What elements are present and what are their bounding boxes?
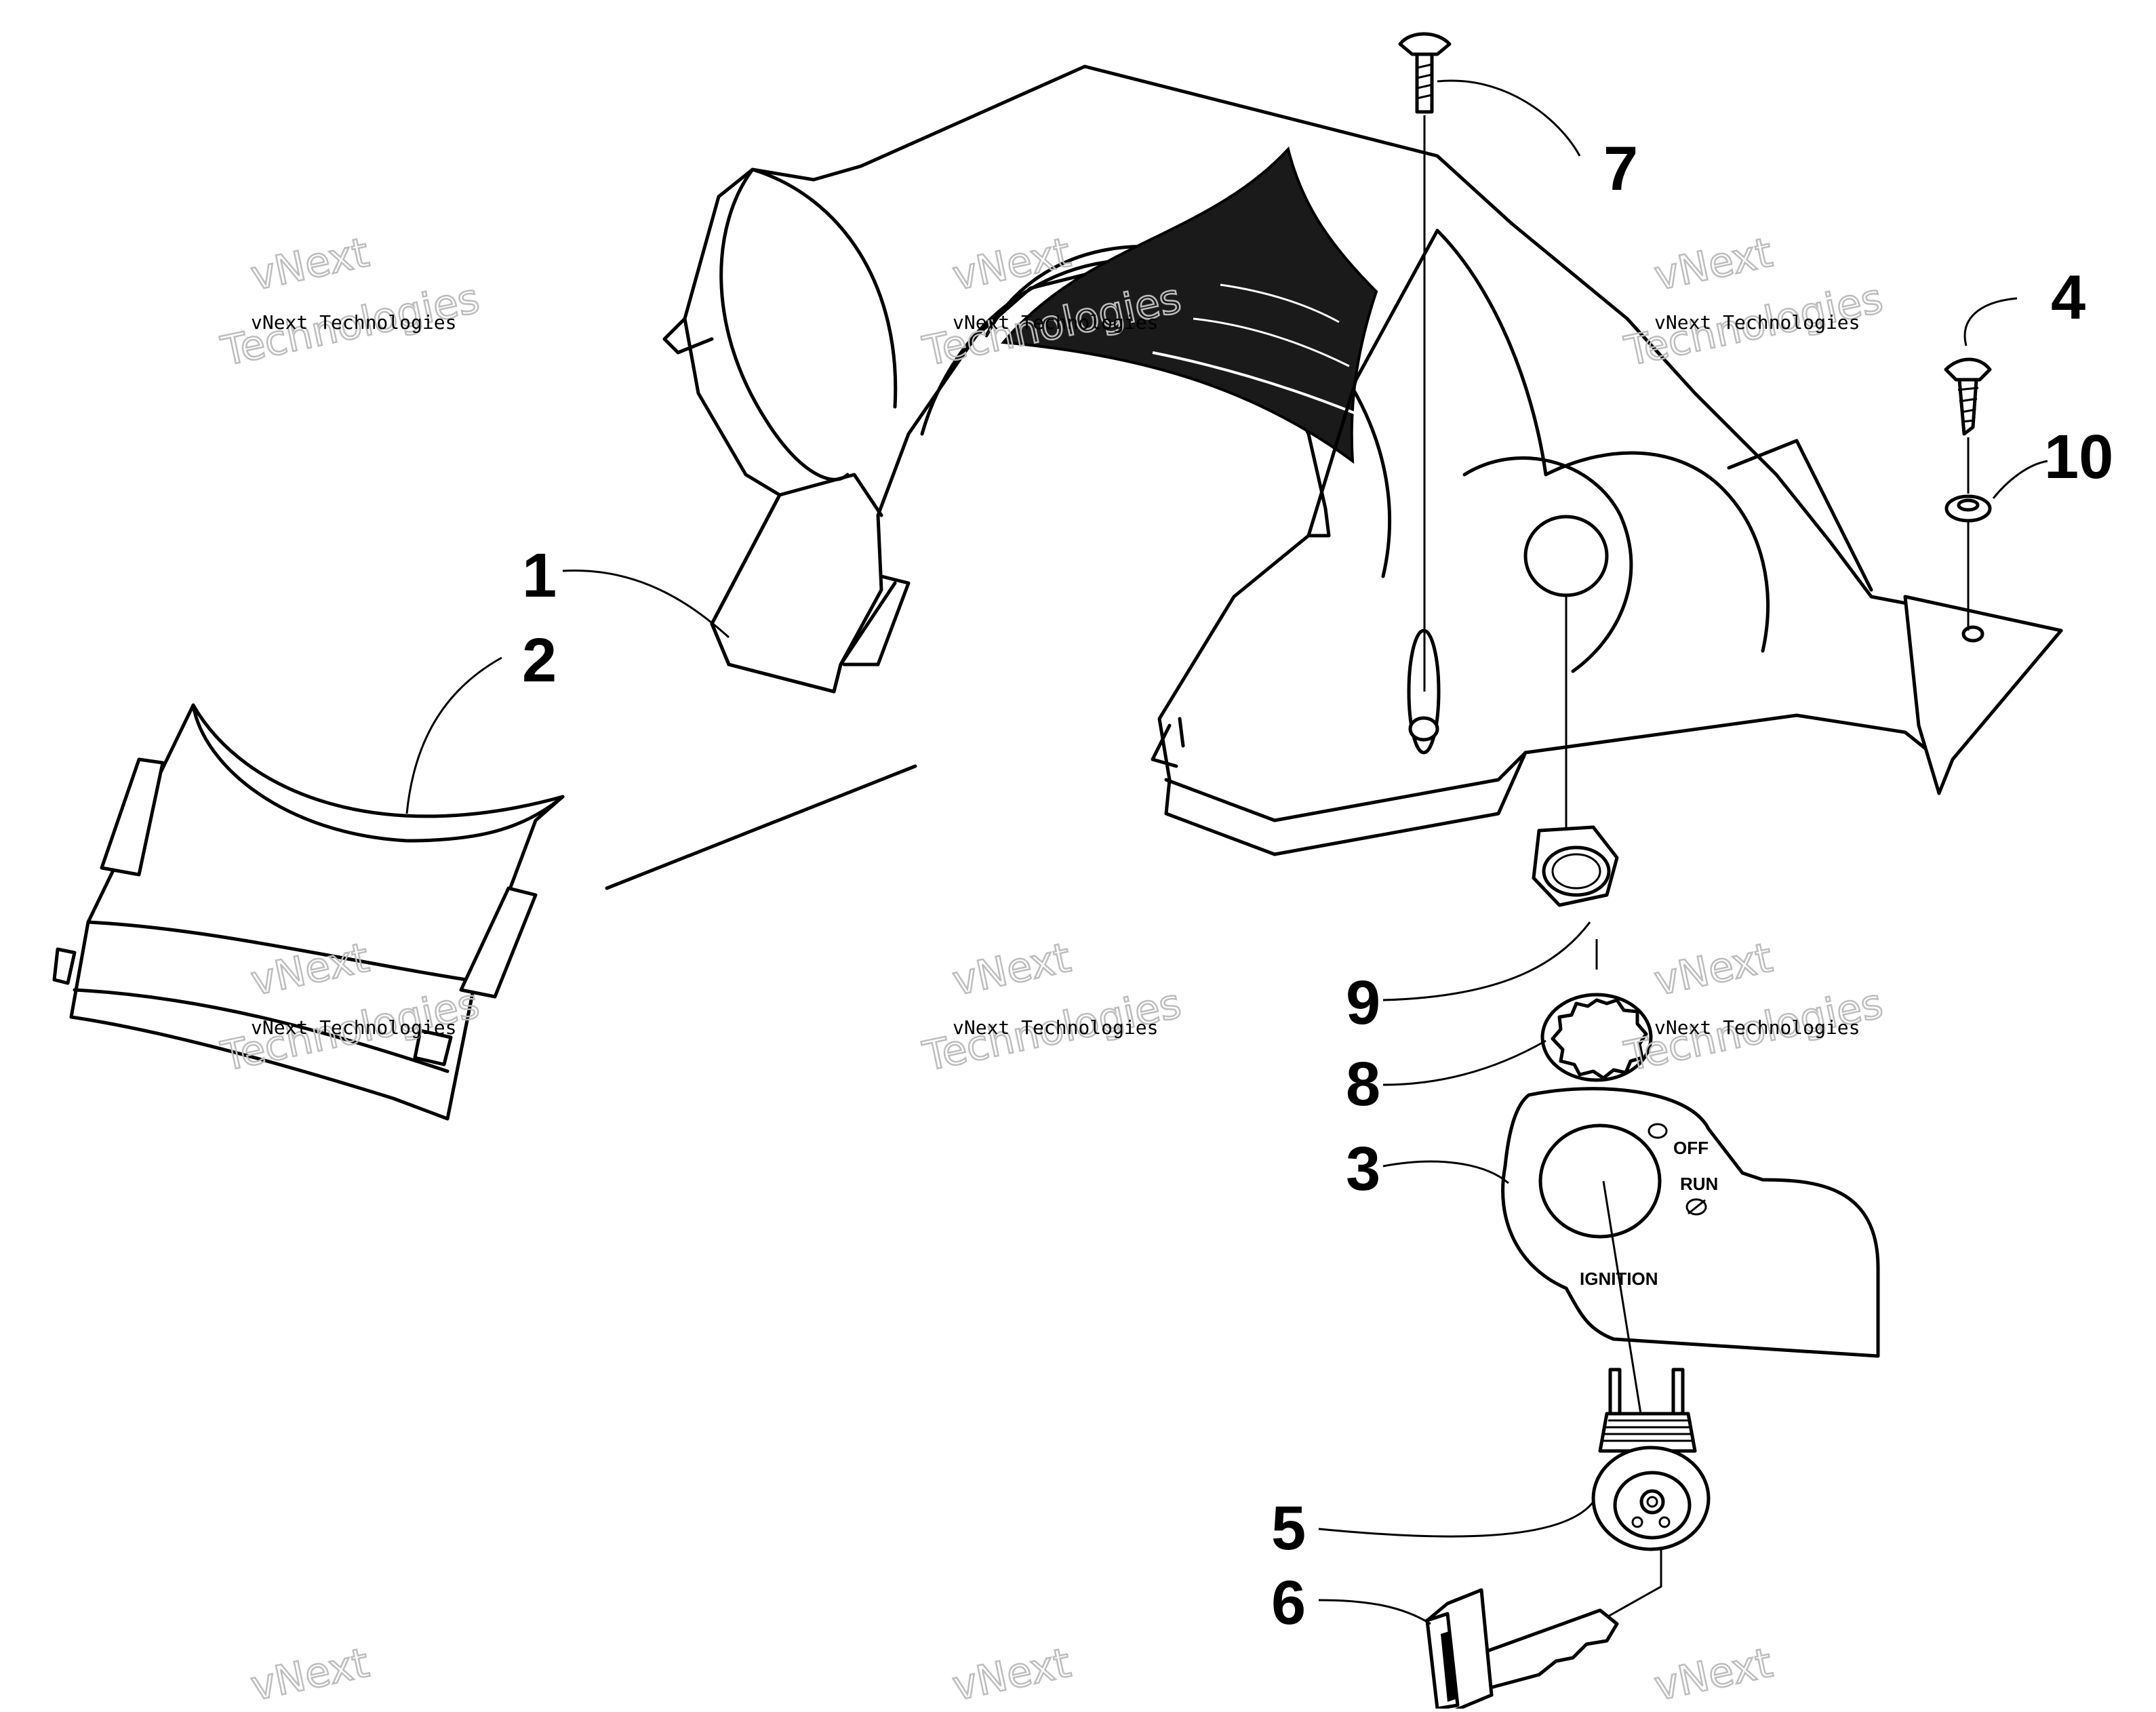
watermark-small: vNext Technologies bbox=[953, 1016, 1158, 1039]
callout-numbers: 1 2 3 4 5 6 7 8 9 10 bbox=[522, 134, 2113, 1637]
watermark-big-1: vNext bbox=[247, 229, 373, 300]
ignition-decal-3: OFF RUN IGNITION bbox=[1501, 1087, 1880, 1358]
callout-10: 10 bbox=[2044, 422, 2113, 492]
callout-4: 4 bbox=[2051, 263, 2085, 332]
console-housing bbox=[662, 64, 2063, 856]
watermark-9: vNext bbox=[1650, 1638, 1778, 1711]
watermark-small: vNext Technologies bbox=[1654, 311, 1860, 334]
callout-2: 2 bbox=[522, 626, 557, 695]
callout-3: 3 bbox=[1346, 1134, 1380, 1203]
ignition-key-6 bbox=[1425, 1549, 1662, 1712]
watermark-small: vNext Technologies bbox=[953, 311, 1158, 334]
watermark-big-1: vNext bbox=[247, 1639, 373, 1709]
watermark-6: vNext Technologies vNext Technologies bbox=[1620, 933, 1888, 1081]
lower-cover-panel bbox=[52, 703, 565, 1121]
callout-5: 5 bbox=[1271, 1494, 1306, 1563]
watermark-big-1: vNext bbox=[1650, 229, 1776, 300]
watermark-1: vNext Technologies vNext Technologies bbox=[216, 228, 484, 376]
callout-7: 7 bbox=[1603, 134, 1638, 203]
watermark-5: vNext Technologies vNext Technologies bbox=[918, 933, 1186, 1081]
watermark-big-1: vNext bbox=[949, 1639, 1075, 1709]
watermark-small: vNext Technologies bbox=[251, 311, 456, 334]
callout-6: 6 bbox=[1271, 1568, 1306, 1637]
lockwasher-8 bbox=[1540, 993, 1653, 1082]
washer-10 bbox=[1944, 494, 1992, 631]
screw-7 bbox=[1398, 32, 1452, 692]
watermark-8: vNext bbox=[948, 1638, 1076, 1711]
watermark-7: vNext bbox=[246, 1638, 374, 1711]
leader-lines bbox=[405, 79, 2048, 1625]
watermark-big-1: vNext bbox=[1650, 934, 1776, 1006]
nut-9 bbox=[1532, 597, 1619, 970]
assembly-line bbox=[605, 764, 917, 890]
screw-4 bbox=[1944, 357, 1992, 494]
callout-9: 9 bbox=[1346, 968, 1380, 1037]
callout-8: 8 bbox=[1346, 1050, 1380, 1119]
watermark-big-1: vNext bbox=[1650, 1639, 1776, 1709]
decal-run-label: RUN bbox=[1680, 1174, 1718, 1194]
watermark-3: vNext Technologies vNext Technologies bbox=[1620, 228, 1888, 376]
watermark-big-1: vNext bbox=[949, 934, 1075, 1006]
watermark-small: vNext Technologies bbox=[1654, 1016, 1860, 1039]
decal-off-label: OFF bbox=[1673, 1138, 1709, 1158]
callout-1: 1 bbox=[522, 541, 557, 610]
watermark-small: vNext Technologies bbox=[251, 1016, 456, 1039]
ignition-switch-5 bbox=[1591, 1180, 1711, 1551]
